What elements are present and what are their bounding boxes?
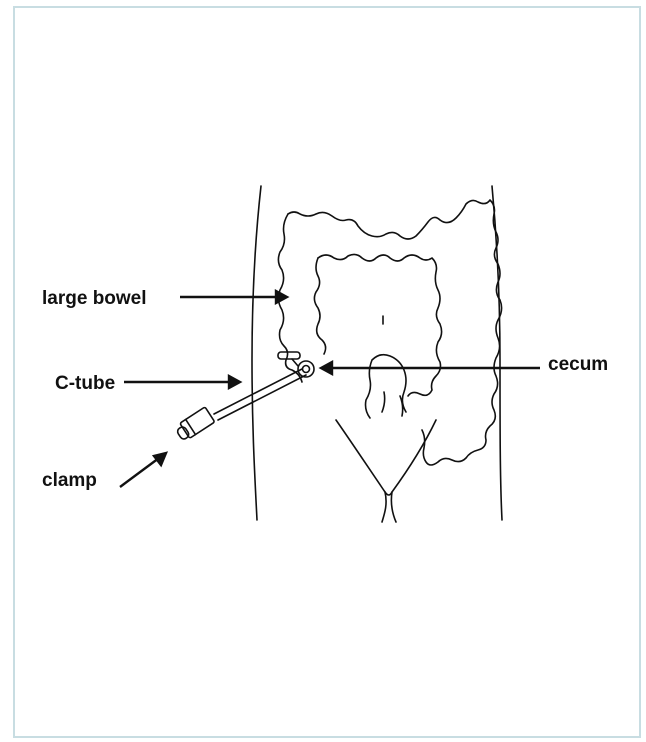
pelvis-left xyxy=(336,420,386,522)
cecostomy-stoma-inner xyxy=(303,366,310,373)
clamp-device xyxy=(174,407,215,442)
clamp-arrow xyxy=(120,458,159,487)
label-clamp: clamp xyxy=(42,470,97,491)
label-c-tube: C-tube xyxy=(55,373,115,394)
retention-bar xyxy=(278,352,300,359)
label-cecum: cecum xyxy=(548,354,608,375)
large-bowel-inner-left xyxy=(314,258,325,354)
pelvis-right xyxy=(391,420,436,522)
body-left-outline xyxy=(252,186,261,520)
c-tube-line-a xyxy=(214,369,302,414)
bowel-loop xyxy=(366,355,407,418)
large-bowel-inner xyxy=(318,254,442,396)
large-bowel-outer xyxy=(288,200,502,465)
label-large-bowel: large bowel xyxy=(42,288,147,309)
